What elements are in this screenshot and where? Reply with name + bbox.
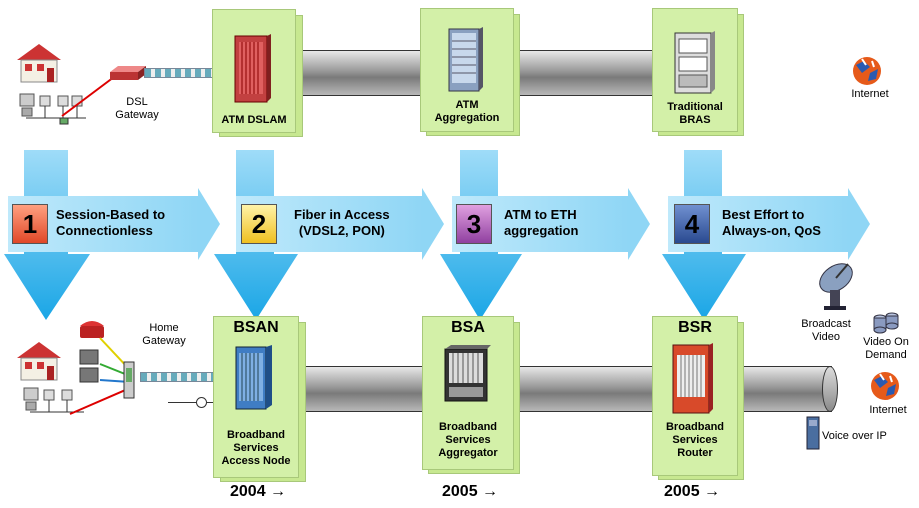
house-icon <box>17 44 61 83</box>
satellite-dish-icon <box>819 263 853 310</box>
step-text-3: ATM to ETH aggregation <box>504 207 579 238</box>
bsan-title: BSAN <box>233 319 279 336</box>
year-label-2: 2005 → <box>442 483 499 500</box>
video-on-demand-icon <box>873 312 899 334</box>
bsr-card: BSR Broadband Services Router <box>652 316 738 476</box>
traditional-bras-card: Traditional BRAS <box>652 8 738 132</box>
year-label-1: 2004 → <box>230 483 287 500</box>
atm-dslam-label: ATM DSLAM <box>221 114 287 126</box>
home-devices-icon-bottom <box>23 387 84 413</box>
traditional-bras-label: Traditional BRAS <box>667 101 723 126</box>
home-gateway-icon <box>123 361 135 399</box>
bottom-pipe-end <box>822 366 838 412</box>
home-gateway-label: Home Gateway <box>142 322 186 347</box>
bsr-title: BSR <box>678 319 712 336</box>
step-number-1: 1 <box>12 204 48 244</box>
atm-aggregation-label: ATM Aggregation <box>434 99 500 124</box>
atm-aggregation-icon <box>448 27 483 92</box>
step-text-2: Fiber in Access (VDSL2, PON) <box>294 207 390 238</box>
internet-label-top: Internet <box>851 88 889 100</box>
bsan-icon <box>235 345 272 410</box>
dsl-gateway-label: DSL Gateway <box>115 96 159 121</box>
bottom-backbone-pipe <box>292 366 832 412</box>
bsa-card: BSA Broadband Services Aggregator <box>422 316 514 470</box>
video-on-demand-label: Video On Demand <box>863 336 909 361</box>
phone-icon <box>80 321 104 338</box>
bsr-icon <box>672 343 713 414</box>
voice-over-ip-label: Voice over IP <box>822 430 887 442</box>
bsr-label: Broadband Services Router <box>665 421 725 459</box>
internet-label-bottom: Internet <box>869 404 907 416</box>
atm-aggregation-card: ATM Aggregation <box>420 8 514 132</box>
internet-globe-icon <box>853 57 881 85</box>
dsl-line <box>61 73 119 117</box>
internet-globe-icon-bottom <box>871 372 899 400</box>
bsa-title: BSA <box>451 319 485 336</box>
atm-dslam-icon <box>234 34 271 103</box>
year-label-3: 2005 → <box>664 483 721 500</box>
access-line-node <box>196 397 207 408</box>
set-top-box-icon <box>79 349 99 383</box>
step-text-4: Best Effort to Always-on, QoS <box>722 207 821 238</box>
bsa-label: Broadband Services Aggregator <box>438 421 498 459</box>
house-icon-bottom <box>17 342 61 381</box>
bsan-label: Broadband Services Access Node <box>221 429 291 467</box>
step-number-3: 3 <box>456 204 492 244</box>
step-number-2: 2 <box>241 204 277 244</box>
bsa-icon <box>444 345 491 402</box>
dsl-cable <box>144 68 222 78</box>
broadcast-video-label: Broadcast Video <box>801 318 851 343</box>
step-text-1: Session-Based to Connectionless <box>56 207 166 238</box>
atm-dslam-card: ATM DSLAM <box>212 9 296 133</box>
dsl-gateway-icon <box>110 66 146 80</box>
voip-phone-icon <box>806 416 820 450</box>
traditional-bras-icon <box>674 31 715 94</box>
step-number-4: 4 <box>674 204 710 244</box>
bsan-card: BSAN Broadband Services Access Node <box>213 316 299 478</box>
